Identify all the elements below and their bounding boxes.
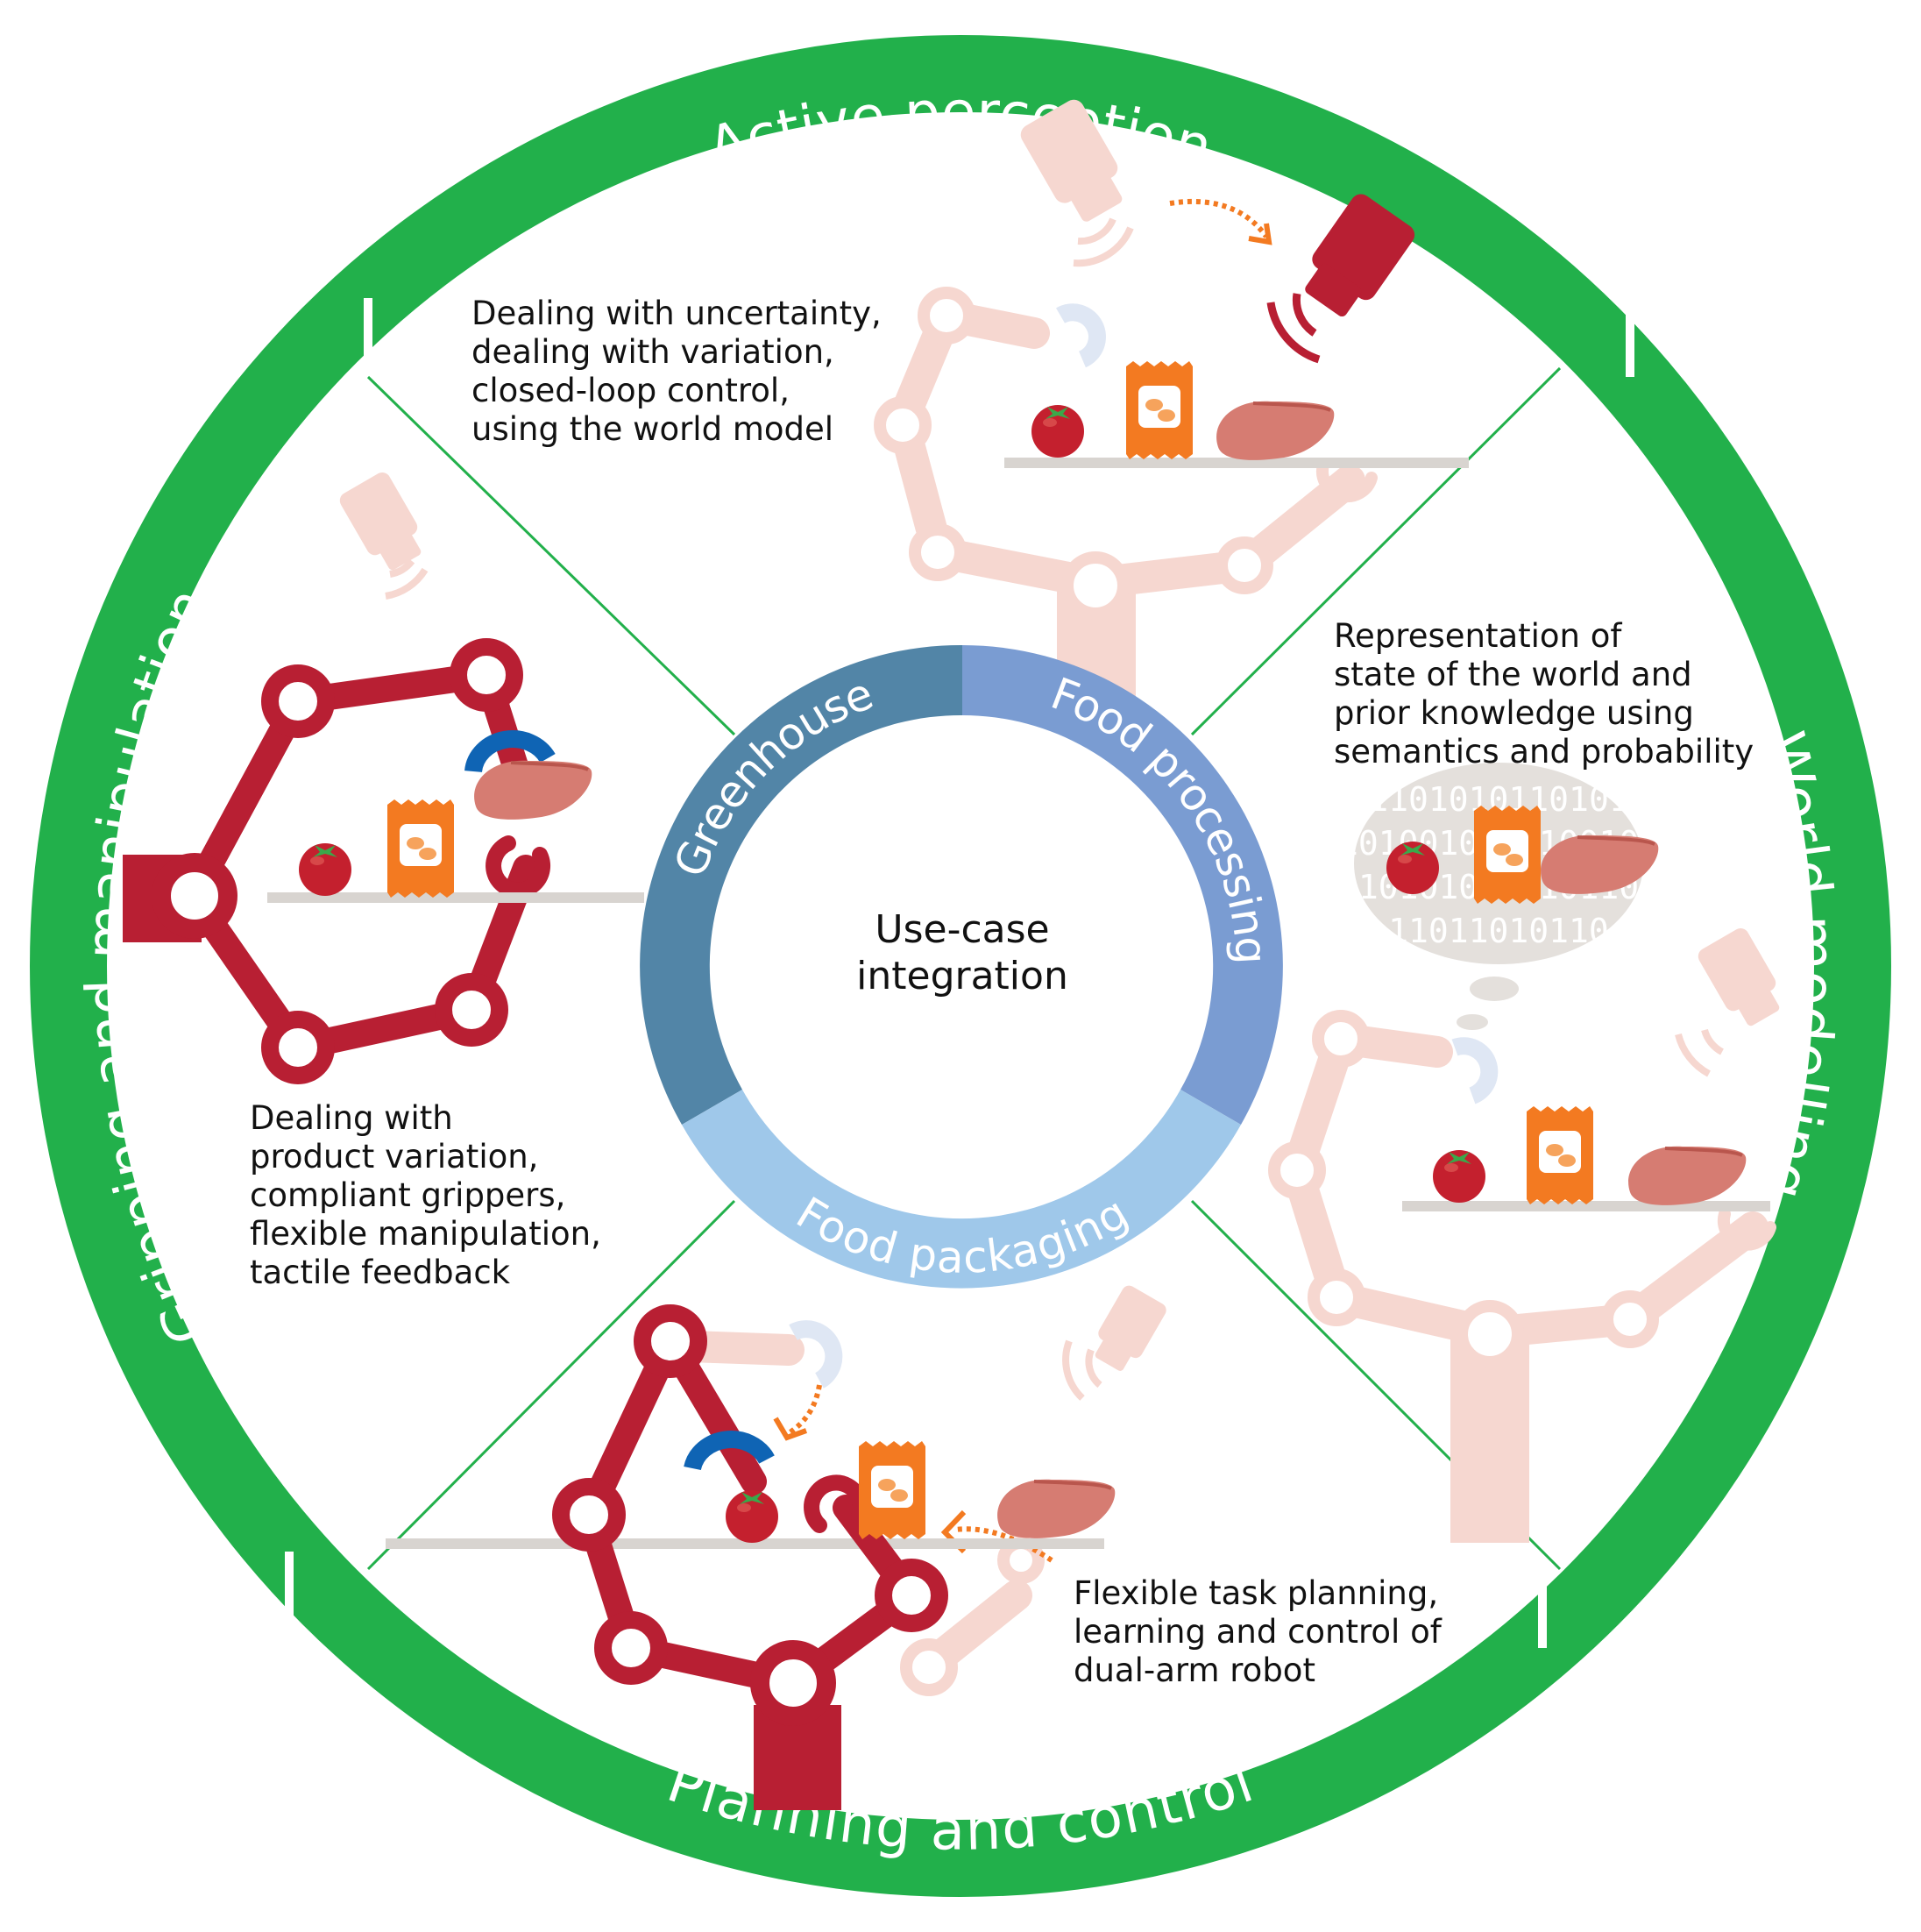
inner-label-greenhouse: Greenhouse bbox=[664, 668, 880, 884]
arrow-icon bbox=[954, 1526, 1053, 1563]
gripper-icon bbox=[464, 730, 556, 773]
snack-bag-icon bbox=[1474, 806, 1541, 904]
svg-text:closed-loop control,: closed-loop control, bbox=[471, 372, 790, 409]
segment-greenhouse bbox=[640, 644, 962, 1125]
signal-icon bbox=[1073, 217, 1134, 267]
snack-bag-icon bbox=[859, 1441, 925, 1539]
description-top: Dealing with uncertainty, dealing with v… bbox=[471, 295, 882, 448]
gripper-icon bbox=[789, 1320, 843, 1389]
meat-icon bbox=[1215, 399, 1336, 462]
tomato-icon bbox=[1386, 842, 1439, 894]
camera-icon bbox=[1305, 194, 1415, 317]
svg-text:prior knowledge using: prior knowledge using bbox=[1334, 694, 1694, 732]
snack-bag-icon bbox=[1126, 361, 1193, 459]
inner-ring bbox=[640, 644, 1283, 1289]
center-title-line2: integration bbox=[856, 954, 1068, 998]
svg-text:Dealing with uncertainty,: Dealing with uncertainty, bbox=[471, 295, 882, 332]
gripper-icon bbox=[1451, 1037, 1499, 1105]
svg-text:state of the world and: state of the world and bbox=[1334, 656, 1692, 693]
signal-icon bbox=[1266, 293, 1321, 364]
svg-text:dealing with variation,: dealing with variation, bbox=[471, 333, 834, 371]
svg-text:Flexible task planning,: Flexible task planning, bbox=[1074, 1574, 1438, 1612]
snack-bag-icon bbox=[1527, 1106, 1593, 1204]
signal-icon bbox=[1062, 1339, 1102, 1401]
svg-text:Dealing with: Dealing with bbox=[250, 1099, 453, 1137]
center-title-line1: Use-case bbox=[875, 907, 1049, 952]
description-right: Representation of state of the world and… bbox=[1334, 617, 1754, 771]
snack-bag-icon bbox=[387, 799, 454, 898]
gripper-icon bbox=[684, 1431, 775, 1471]
arrow-icon bbox=[773, 1417, 808, 1441]
svg-text:tactile feedback: tactile feedback bbox=[250, 1254, 511, 1291]
svg-text:semantics and probability: semantics and probability bbox=[1334, 733, 1754, 771]
svg-text:compliant grippers,: compliant grippers, bbox=[250, 1176, 565, 1214]
ring-band bbox=[30, 35, 1891, 1897]
shelf bbox=[267, 892, 644, 903]
meat-icon bbox=[996, 1477, 1117, 1540]
camera-icon bbox=[337, 469, 431, 577]
tomato-icon bbox=[1433, 1150, 1485, 1203]
svg-text:using the world model: using the world model bbox=[471, 410, 833, 448]
signal-icon bbox=[1675, 1028, 1725, 1077]
arrow-icon bbox=[1169, 198, 1269, 238]
meat-icon bbox=[472, 758, 594, 821]
camera-icon bbox=[1695, 925, 1790, 1033]
segment-food-processing bbox=[962, 645, 1283, 1125]
svg-text:learning and control of: learning and control of bbox=[1074, 1613, 1443, 1651]
gripper-icon bbox=[1056, 303, 1106, 368]
tomato-icon bbox=[1031, 405, 1084, 458]
arrow-icon bbox=[787, 1384, 822, 1436]
meat-icon bbox=[1627, 1144, 1748, 1207]
camera-icon bbox=[1086, 1282, 1169, 1377]
robot-arm-icon bbox=[1268, 1010, 1776, 1543]
description-left: Dealing with product variation, complian… bbox=[250, 1099, 601, 1291]
svg-text:Representation of: Representation of bbox=[1334, 617, 1622, 655]
signal-icon bbox=[385, 558, 429, 600]
tomato-icon bbox=[726, 1490, 778, 1543]
arrow-icon bbox=[1248, 223, 1272, 245]
svg-text:product variation,: product variation, bbox=[250, 1138, 538, 1176]
svg-text:flexible manipulation,: flexible manipulation, bbox=[250, 1215, 601, 1253]
description-bottom: Flexible task planning, learning and con… bbox=[1074, 1574, 1443, 1689]
svg-text:dual-arm robot: dual-arm robot bbox=[1074, 1651, 1315, 1689]
segment-food-packaging bbox=[682, 1090, 1241, 1289]
outer-ring bbox=[30, 35, 1891, 1897]
binary-text: 11011010110 bbox=[1388, 912, 1609, 950]
robot-arm-icon bbox=[152, 638, 551, 1084]
shelf bbox=[1004, 458, 1469, 468]
tomato-icon bbox=[299, 843, 351, 896]
